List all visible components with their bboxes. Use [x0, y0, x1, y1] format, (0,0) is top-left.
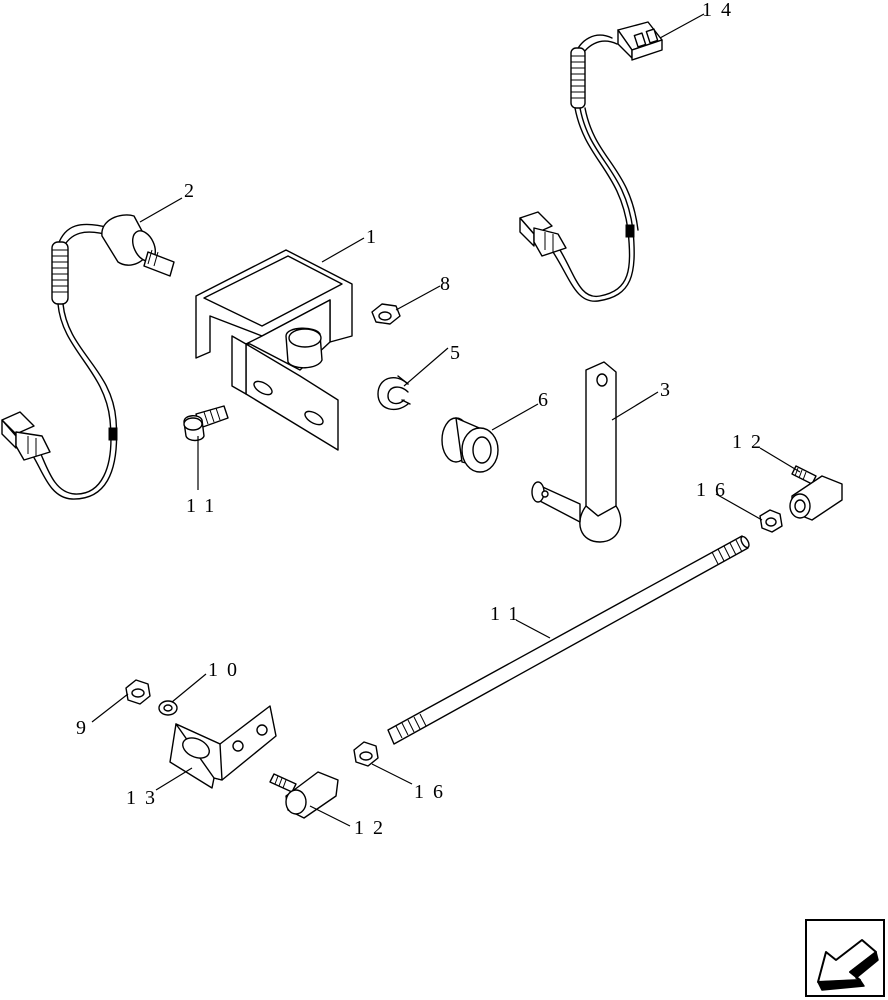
lever-3 [531, 361, 622, 543]
sensor-harness-2 [1, 214, 175, 500]
callout-8: 8 [440, 273, 459, 295]
callout-3: 3 [660, 379, 679, 401]
washer-10 [158, 700, 178, 716]
callout-6: 6 [538, 389, 557, 411]
nut-9 [125, 679, 151, 705]
callout-12-lower: 12 [354, 817, 392, 839]
callout-1: 1 [366, 226, 385, 248]
callout-14: 14 [702, 0, 740, 21]
bracket-1 [195, 249, 353, 451]
connector-14-top [617, 21, 663, 61]
sensor-body-2 [101, 214, 175, 277]
clip-5 [377, 375, 411, 411]
nut-8 [371, 303, 401, 325]
callout-13: 13 [126, 787, 164, 809]
callout-5: 5 [450, 342, 469, 364]
bolt-11 [183, 405, 229, 442]
callout-16-upper: 16 [696, 479, 734, 501]
nut-16-lower [353, 741, 379, 767]
callout-12-upper: 12 [732, 431, 770, 453]
bushing-6 [441, 417, 499, 473]
rod-end-12-upper [789, 465, 843, 521]
wire-harness-14 [519, 21, 663, 302]
leader-lines [91, 13, 801, 827]
callout-16-lower: 16 [414, 781, 452, 803]
nut-16-upper [759, 509, 783, 533]
callout-9: 9 [76, 717, 95, 739]
rod-11 [387, 535, 750, 745]
rod-end-12-lower [269, 771, 339, 819]
callout-10: 10 [208, 659, 246, 681]
back-arrow-icon[interactable] [805, 919, 885, 997]
connector-2 [1, 411, 51, 461]
callout-2: 2 [184, 180, 203, 202]
connector-14-bottom [519, 211, 567, 257]
callout-labels: 1 2 3 5 6 8 9 10 11 11 12 12 13 14 16 16 [76, 0, 770, 839]
callout-11-rod: 11 [490, 603, 527, 625]
bracket-13 [169, 705, 277, 789]
callout-11-bolt: 11 [186, 495, 223, 517]
